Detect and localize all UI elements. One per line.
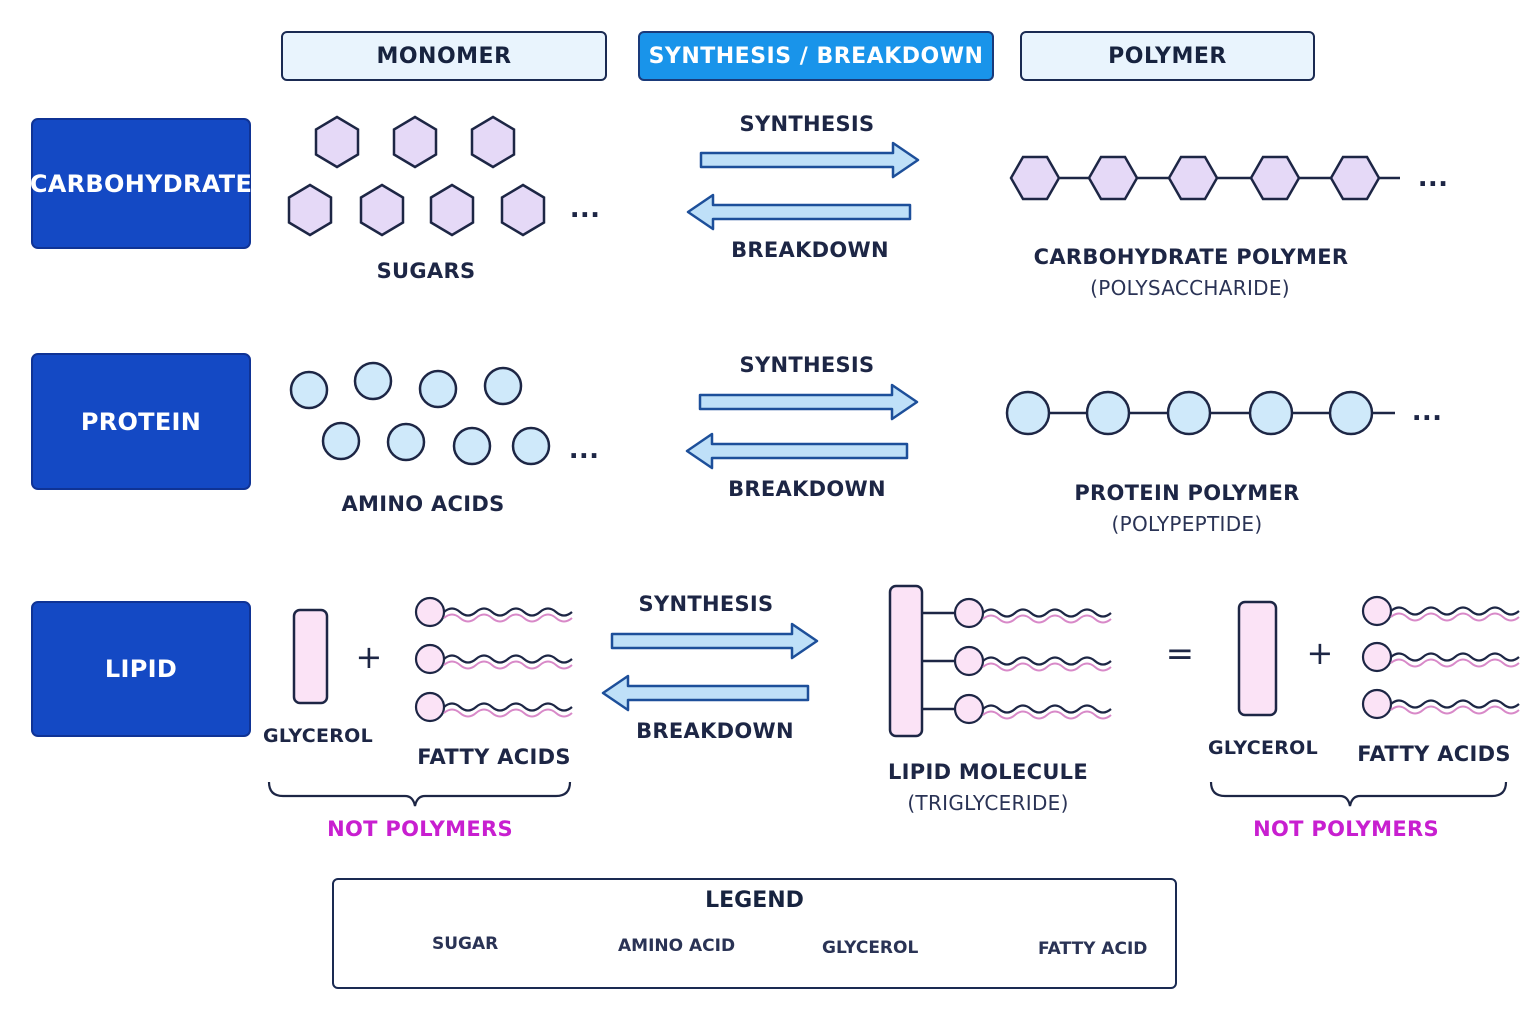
lipid-molecule-label: LIPID MOLECULE (887, 760, 1089, 784)
amino-acids-ellipsis: ... (568, 435, 600, 465)
legend: LEGEND SUGAR AMINO ACID GLYCEROL FATTY A… (332, 878, 1177, 989)
protein-polymer-ellipsis: ... (1411, 397, 1443, 427)
amino-acid-icon (418, 369, 458, 409)
brace-right (1209, 781, 1508, 807)
synthesis-arrow-carbohydrate (699, 141, 920, 179)
synthesis-label-protein: SYNTHESIS (739, 353, 875, 377)
carbohydrate-polymer-chain (1009, 155, 1400, 201)
legend-label-amino-acid: AMINO ACID (618, 936, 736, 956)
synthesis-label-lipid: SYNTHESIS (638, 592, 774, 616)
synthesis-breakdown-column-header: SYNTHESIS / BREAKDOWN (638, 31, 994, 81)
sugars-ellipsis: ... (569, 194, 601, 224)
amino-acid-icon (452, 426, 492, 466)
carbohydrate-polymer-ellipsis: ... (1417, 163, 1449, 193)
fatty-acid-icon (953, 645, 1112, 677)
glycerol-icon (888, 584, 924, 738)
not-polymers-label-right: NOT POLYMERS (1253, 817, 1439, 841)
glycerol-icon (292, 608, 329, 705)
polymer-column-header: POLYMER (1020, 31, 1315, 81)
sugar-icon (314, 115, 360, 169)
amino-acid-icon (321, 421, 361, 461)
amino-acid-icon (1248, 390, 1294, 436)
fatty-acid-icon (414, 596, 573, 628)
sugar-icon (1329, 155, 1381, 201)
plus-sign-right: + (1306, 634, 1334, 672)
amino-acid-icon (1328, 390, 1374, 436)
fatty-acids-label-right: FATTY ACIDS (1357, 742, 1511, 766)
sugar-icon (287, 183, 333, 237)
glycerol-label-left: GLYCEROL (262, 725, 374, 747)
amino-acid-icon (483, 366, 523, 406)
breakdown-label-lipid: BREAKDOWN (636, 719, 794, 743)
breakdown-arrow-carbohydrate (686, 193, 912, 231)
sugar-icon (500, 183, 546, 237)
glycerol-label-right: GLYCEROL (1207, 737, 1319, 759)
synthesis-arrow-protein (698, 383, 919, 421)
row-header-protein: PROTEIN (31, 353, 251, 490)
row-header-carbohydrate: CARBOHYDRATE (30, 118, 252, 249)
row-header-lipid: LIPID (31, 601, 251, 737)
amino-acid-icon (511, 426, 551, 466)
legend-label-sugar: SUGAR (432, 934, 499, 954)
protein-polymer-label: PROTEIN POLYMER (1074, 481, 1300, 505)
sugar-icon (429, 183, 475, 237)
equals-sign: = (1165, 634, 1195, 674)
amino-acid-icon (1166, 390, 1212, 436)
synthesis-label-carbohydrate: SYNTHESIS (739, 112, 875, 136)
fatty-acids-left (414, 596, 573, 723)
amino-acid-monomers (289, 361, 551, 466)
protein-polymer-chain (1005, 390, 1395, 436)
amino-acid-icon (1005, 390, 1051, 436)
amino-acids-label: AMINO ACIDS (341, 492, 505, 516)
sugar-icon (392, 115, 438, 169)
amino-acid-icon (386, 422, 426, 462)
legend-label-fatty-acid: FATTY ACID (1038, 939, 1148, 959)
polypeptide-label: (POLYPEPTIDE) (1111, 512, 1263, 536)
sugar-icon (1249, 155, 1301, 201)
legend-label-glycerol: GLYCEROL (822, 938, 919, 958)
fatty-acid-icon (1361, 595, 1520, 627)
amino-acid-icon (1085, 390, 1131, 436)
not-polymers-label-left: NOT POLYMERS (327, 817, 513, 841)
polysaccharide-label: (POLYSACCHARIDE) (1090, 276, 1290, 300)
breakdown-label-carbohydrate: BREAKDOWN (731, 238, 889, 262)
sugar-icon (1167, 155, 1219, 201)
amino-acid-icon (353, 361, 393, 401)
sugar-icon (470, 115, 516, 169)
sugar-icon (359, 183, 405, 237)
sugar-icon (1087, 155, 1139, 201)
glycerol-icon (1237, 600, 1278, 717)
carbohydrate-polymer-label: CARBOHYDRATE POLYMER (1033, 245, 1349, 269)
sugar-monomers (287, 115, 546, 237)
fatty-acid-icon (953, 597, 1112, 629)
fatty-acids-label-left: FATTY ACIDS (417, 745, 571, 769)
fatty-acid-icon (953, 693, 1112, 725)
breakdown-arrow-lipid (601, 674, 810, 712)
fatty-acid-icon (1361, 688, 1520, 720)
breakdown-arrow-protein (685, 432, 909, 470)
lipid-molecule (888, 584, 1112, 738)
breakdown-label-protein: BREAKDOWN (728, 477, 886, 501)
fatty-acid-icon (414, 691, 573, 723)
sugar-icon (1009, 155, 1061, 201)
brace-left (267, 781, 572, 807)
monomer-column-header: MONOMER (281, 31, 607, 81)
fatty-acids-right (1361, 595, 1520, 720)
triglyceride-label: (TRIGLYCERIDE) (907, 791, 1069, 815)
fatty-acid-icon (414, 643, 573, 675)
fatty-acid-icon (1361, 641, 1520, 673)
amino-acid-icon (289, 370, 329, 410)
synthesis-arrow-lipid (610, 622, 819, 660)
sugars-label: SUGARS (376, 259, 476, 283)
plus-sign-left: + (355, 638, 383, 676)
legend-title: LEGEND (705, 888, 804, 913)
